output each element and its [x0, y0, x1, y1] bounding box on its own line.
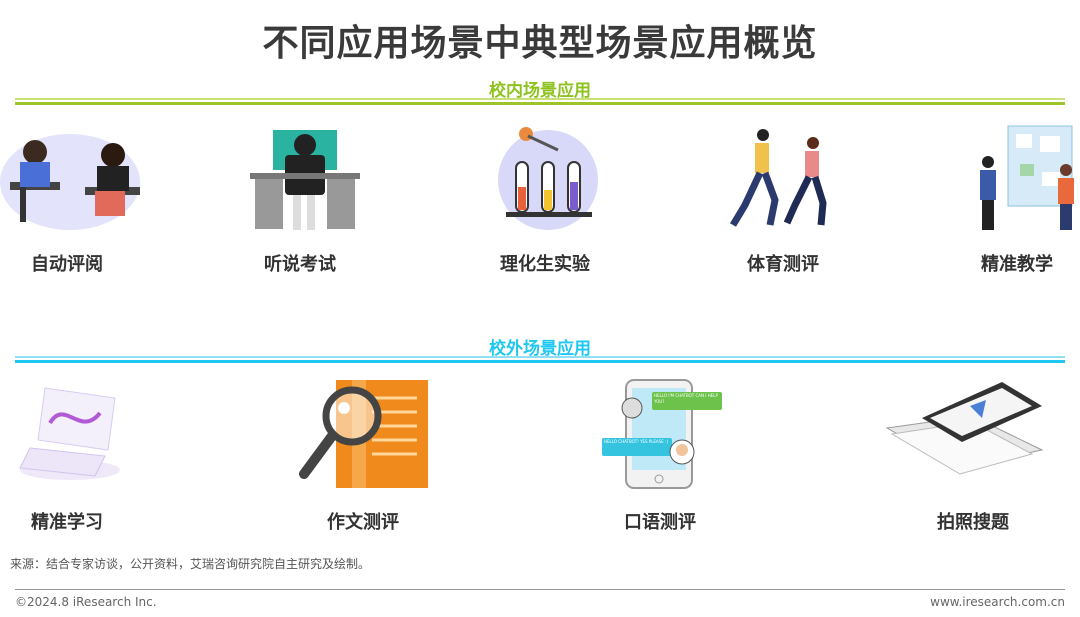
item-label: 理化生实验 — [500, 254, 590, 275]
oral-assessment-illustration: HELLO I'M CHATBOT CAN I HELP YOU? HELLO … — [590, 378, 730, 490]
lab-experiment-illustration — [468, 122, 628, 232]
auto-grading-illustration — [0, 122, 150, 232]
divider — [15, 98, 1065, 100]
chatbot-bubble-text: HELLO I'M CHATBOT CAN I HELP YOU? — [654, 393, 718, 404]
item-label: 听说考试 — [264, 254, 336, 275]
precision-learning-illustration — [0, 378, 150, 488]
website-link[interactable]: www.iresearch.com.cn — [930, 595, 1065, 609]
source-note: 来源：结合专家访谈，公开资料，艾瑞咨询研究院自主研究及绘制。 — [10, 557, 371, 571]
item-label: 口语测评 — [624, 512, 696, 533]
divider — [15, 360, 1065, 363]
section-title-in-school: 校内场景应用 — [489, 81, 591, 101]
item-label: 体育测评 — [747, 254, 819, 275]
item-label: 精准教学 — [981, 254, 1053, 275]
pe-assessment-illustration — [705, 125, 865, 235]
precision-teaching-illustration — [945, 124, 1080, 234]
photo-search-illustration — [882, 378, 1052, 488]
item-label: 拍照搜题 — [937, 512, 1009, 533]
listening-speaking-exam-illustration — [225, 125, 385, 235]
user-bubble-text: HELLO CHATBOT! YES PLEASE :) — [604, 439, 669, 444]
essay-assessment-illustration — [282, 378, 442, 490]
item-label: 精准学习 — [31, 512, 103, 533]
item-label: 作文测评 — [327, 512, 399, 533]
item-label: 自动评阅 — [31, 254, 103, 275]
copyright: ©2024.8 iResearch Inc. — [15, 595, 157, 609]
section-title-out-of-school: 校外场景应用 — [489, 339, 591, 359]
divider — [15, 356, 1065, 358]
divider — [15, 102, 1065, 105]
page-title: 不同应用场景中典型场景应用概览 — [262, 23, 818, 64]
footer-divider — [15, 589, 1065, 590]
